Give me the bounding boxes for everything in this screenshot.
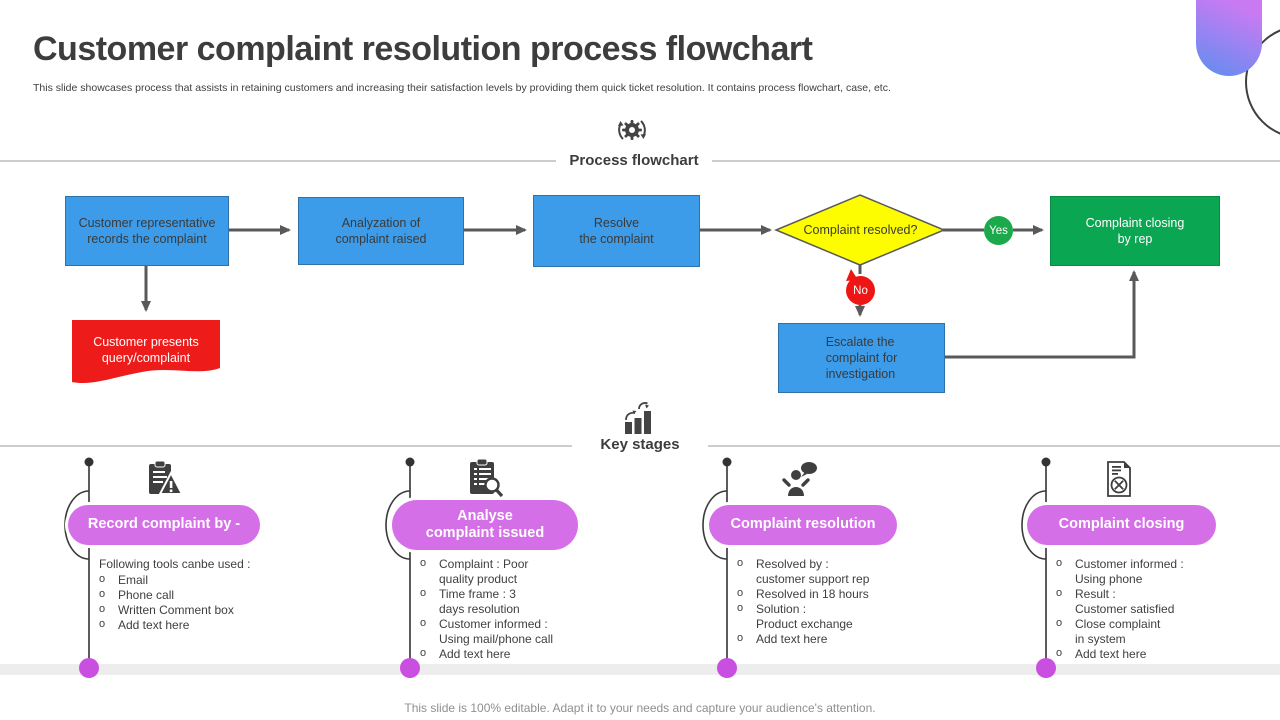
decorative-gradient-pill — [1196, 0, 1262, 76]
timeline-track — [702, 457, 732, 668]
slide-subtitle: This slide showcases process that assist… — [33, 82, 891, 94]
timeline-end-dot — [79, 658, 99, 678]
stage-pill-record: Record complaint by - — [68, 505, 260, 545]
person-chat-icon — [782, 462, 817, 496]
stage-pill-resolution: Complaint resolution — [709, 505, 897, 545]
section-label-process-flowchart: Process flowchart — [569, 152, 699, 169]
timeline-end-dot — [1036, 658, 1056, 678]
timeline-end-dot — [400, 658, 420, 678]
gear-refresh-icon — [618, 120, 646, 140]
flow-step-escalate-label: Escalate the complaint for investigation — [825, 334, 898, 382]
flow-decision: Complaint resolved? — [778, 196, 943, 264]
flow-no-badge: No — [846, 276, 875, 305]
stage-pill-analyse: Analyse complaint issued — [392, 500, 578, 550]
flow-step-record-label: Customer representative records the comp… — [78, 215, 216, 246]
flow-step-resolve-label: Resolve the complaint — [579, 215, 654, 246]
document-close-icon — [1107, 461, 1131, 497]
stage-pill-closing: Complaint closing — [1027, 505, 1216, 545]
flow-query-label: Customer presents query/complaint — [93, 334, 199, 365]
flow-step-analyze: Analyzation of complaint raised — [298, 197, 464, 265]
flow-step-escalate: Escalate the complaint for investigation — [778, 323, 945, 393]
timeline-track — [1021, 457, 1051, 668]
divider-line — [0, 445, 572, 447]
timeline-track — [385, 457, 415, 668]
divider-line — [0, 160, 556, 162]
divider-line — [712, 160, 1280, 162]
clipboard-search-icon — [470, 458, 504, 498]
stage-list-header: Following tools canbe used : — [99, 557, 251, 571]
section-label-key-stages: Key stages — [600, 436, 680, 453]
bottom-band — [0, 664, 1280, 675]
clipboard-warning-icon — [149, 460, 184, 495]
flow-step-analyze-label: Analyzation of complaint raised — [335, 215, 427, 246]
timeline-track — [64, 457, 94, 668]
flow-step-closing-label: Complaint closing by rep — [1085, 215, 1185, 246]
flow-step-record: Customer representative records the comp… — [65, 196, 229, 266]
page-title: Customer complaint resolution process fl… — [33, 30, 813, 68]
flow-step-closing: Complaint closing by rep — [1050, 196, 1220, 266]
bar-chart-growth-icon — [625, 402, 651, 434]
flow-yes-badge: Yes — [984, 216, 1013, 245]
timeline-end-dot — [717, 658, 737, 678]
flow-decision-label: Complaint resolved? — [803, 222, 918, 237]
divider-line — [708, 445, 1280, 447]
flow-query-label-box: Customer presents query/complaint — [72, 322, 220, 378]
slide-footer: This slide is 100% editable. Adapt it to… — [404, 701, 876, 715]
flow-step-resolve: Resolve the complaint — [533, 195, 700, 267]
